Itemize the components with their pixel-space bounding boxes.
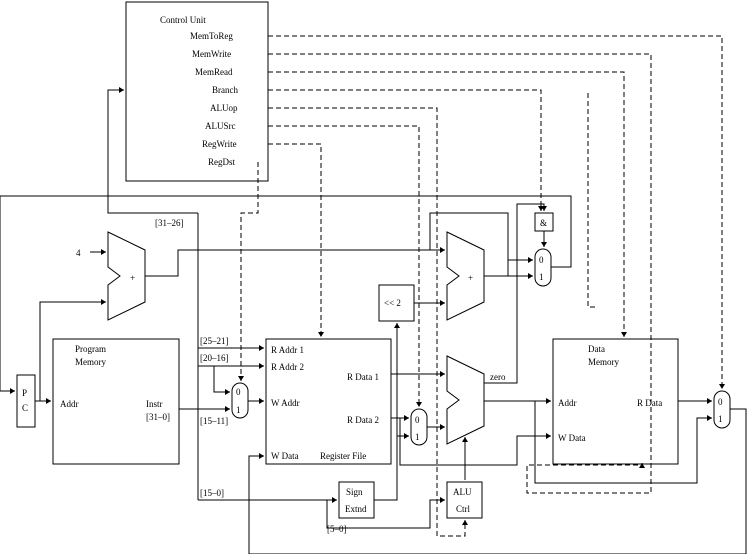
branch-adder-plus: + xyxy=(468,273,473,283)
signal-regwrite: RegWrite xyxy=(202,139,237,149)
signal-memtoreg: MemToReg xyxy=(190,31,233,41)
signal-branch: Branch xyxy=(212,85,238,95)
program-memory-title-1: Program xyxy=(75,344,106,354)
rf-rdata1: R Data 1 xyxy=(347,372,379,382)
rf-raddr2: R Addr 2 xyxy=(271,362,304,372)
alusrc-mux-0: 0 xyxy=(415,415,420,425)
sign-extend-label-1: Sign xyxy=(346,487,363,497)
and-gate-label: & xyxy=(540,218,547,228)
program-memory-instr-bits: [31–0] xyxy=(146,412,170,422)
branch-mux-1: 1 xyxy=(539,272,544,282)
field-rs: [25–21] xyxy=(200,336,229,346)
main-alu xyxy=(446,355,485,445)
alu-ctrl-box xyxy=(446,481,483,519)
pc-label-1: P xyxy=(22,388,27,398)
shift-left-label: << 2 xyxy=(384,298,401,308)
alu-ctrl-label-2: Ctrl xyxy=(456,504,471,514)
control-unit-title: Control Unit xyxy=(160,15,206,25)
register-file-box xyxy=(265,338,392,465)
rf-rdata2: R Data 2 xyxy=(347,415,379,425)
signal-memwrite: MemWrite xyxy=(192,49,231,59)
data-memory-rdata: R Data xyxy=(637,398,662,408)
alusrc-mux-1: 1 xyxy=(415,432,420,442)
rf-title: Register File xyxy=(320,451,366,461)
pc-box xyxy=(16,374,36,428)
control-unit-box xyxy=(125,1,269,182)
field-rt: [20–16] xyxy=(200,353,229,363)
data-memory-addr: Addr xyxy=(558,398,577,408)
alu-ctrl-label-1: ALU xyxy=(453,487,472,497)
signal-aluop: ALUop xyxy=(210,103,238,113)
alu-zero-label: zero xyxy=(490,372,506,382)
field-funct: [5–0] xyxy=(327,524,347,534)
rf-waddr: W Addr xyxy=(271,398,300,408)
signal-memread: MemRead xyxy=(195,67,233,77)
program-memory-title-2: Memory xyxy=(75,357,106,367)
data-memory-wdata: W Data xyxy=(558,433,586,443)
signal-alusrc: ALUSrc xyxy=(205,121,236,131)
rf-raddr1: R Addr 1 xyxy=(271,345,304,355)
pc-label-2: C xyxy=(22,403,28,413)
pc-adder-plus: + xyxy=(130,273,135,283)
arrowheads xyxy=(10,87,725,525)
data-memory-title-1: Data xyxy=(588,344,605,354)
memtoreg-mux-1: 1 xyxy=(718,414,723,424)
program-memory-addr: Addr xyxy=(60,399,79,409)
program-memory-box xyxy=(52,338,180,465)
regdst-mux-1: 1 xyxy=(236,405,241,415)
regdst-mux-0: 0 xyxy=(236,387,241,397)
shift-left-box xyxy=(378,284,415,322)
field-rd: [15–11] xyxy=(200,416,228,426)
sign-extend-label-2: Extnd xyxy=(345,504,367,514)
signal-regdst: RegDst xyxy=(208,157,235,167)
pc-adder-const: 4 xyxy=(76,248,81,258)
branch-mux-0: 0 xyxy=(539,255,544,265)
rf-wdata: W Data xyxy=(271,451,299,461)
branch-adder xyxy=(446,231,485,321)
data-memory-title-2: Memory xyxy=(588,357,619,367)
pc-adder xyxy=(107,231,146,321)
memtoreg-mux-0: 0 xyxy=(718,397,723,407)
program-memory-instr: Instr xyxy=(146,399,163,409)
field-imm: [15–0] xyxy=(200,488,224,498)
data-memory-box xyxy=(552,338,679,465)
field-opcode: [31–26] xyxy=(155,218,184,228)
